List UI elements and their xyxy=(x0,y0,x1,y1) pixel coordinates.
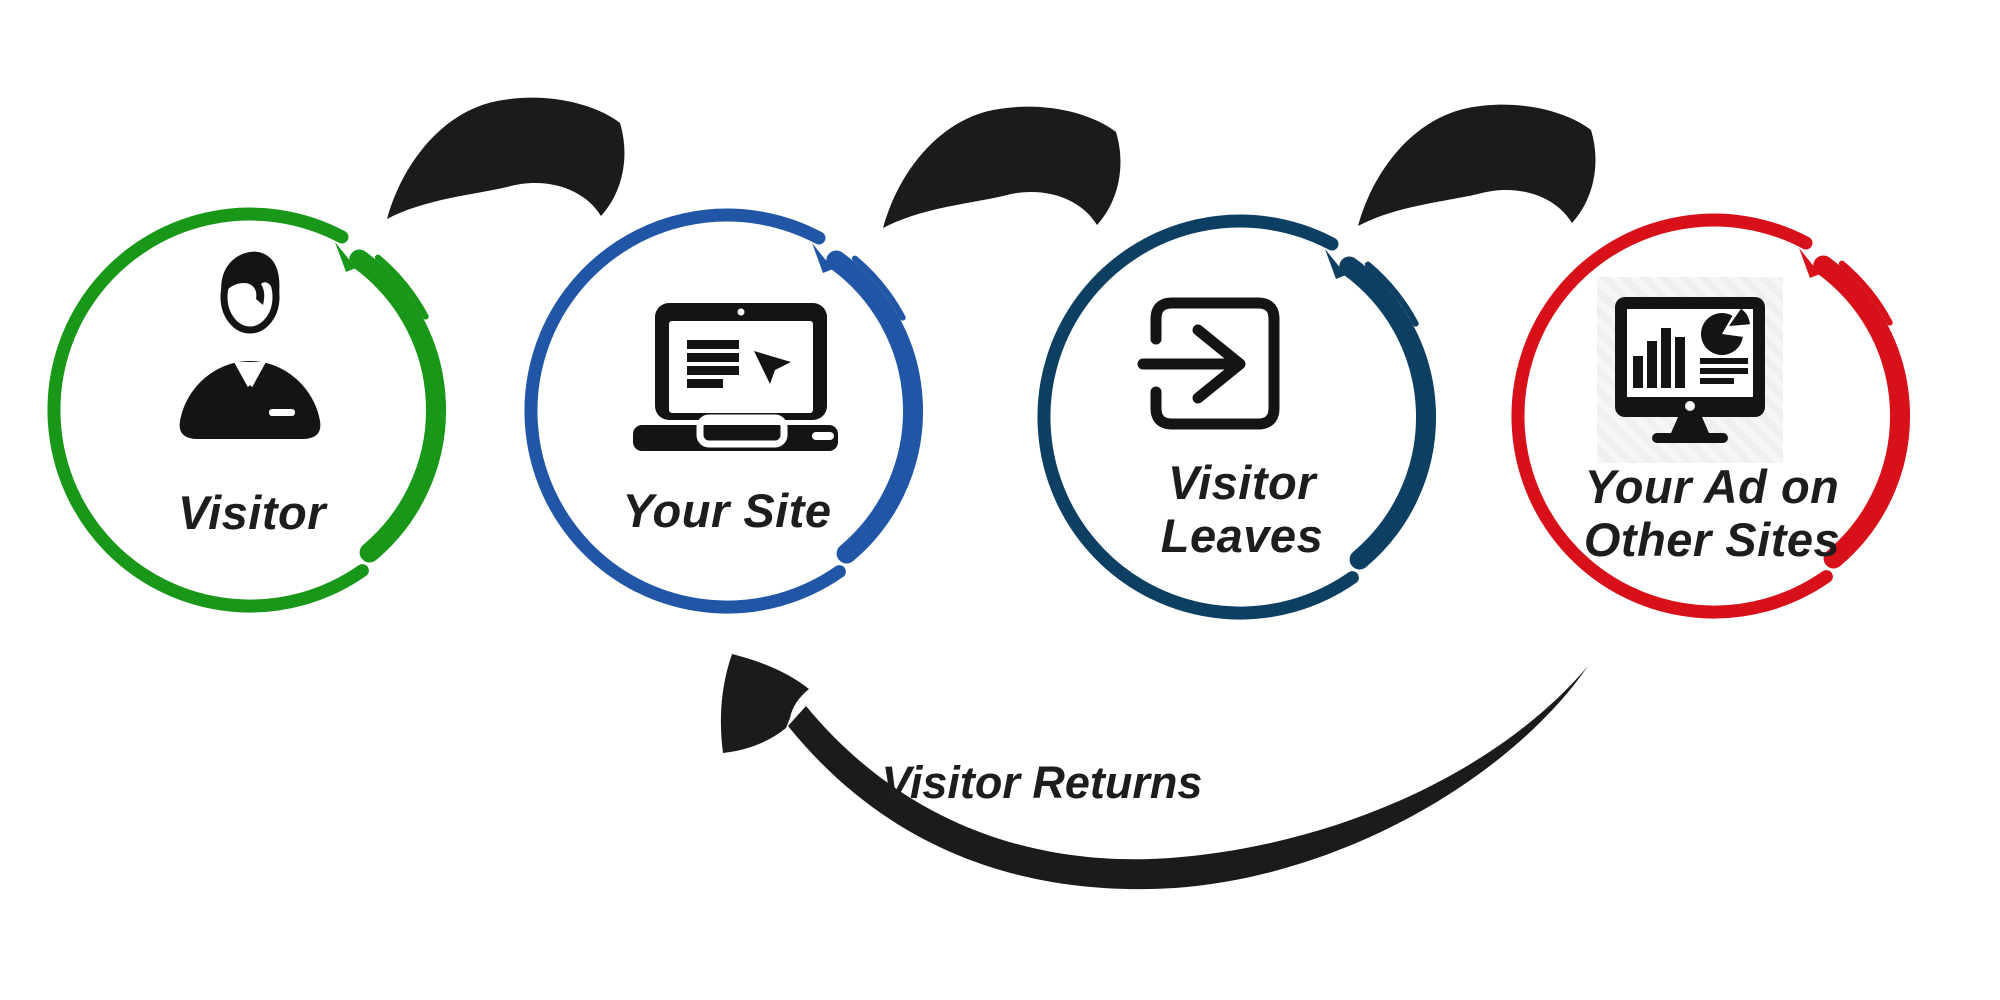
step-label-your-ad-line1: Your Ad on xyxy=(1584,460,1840,513)
flow-arrows xyxy=(387,97,1596,228)
step-label-your-site: Your Site xyxy=(622,484,832,537)
flow-arrow-1 xyxy=(387,97,625,219)
flow-arrow-2 xyxy=(883,106,1121,228)
step-label-visitor-leaves: Visitor Leaves xyxy=(1082,456,1402,562)
exit-arrow-icon xyxy=(1137,297,1280,430)
return-arrow xyxy=(720,654,1588,890)
flow-arrow-3 xyxy=(1358,104,1596,226)
cursor-pointer-icon xyxy=(754,351,791,384)
pie-chart-icon xyxy=(1701,312,1743,355)
step-label-visitor: Visitor xyxy=(177,486,326,539)
return-arrow-label: Visitor Returns xyxy=(881,757,1203,808)
step-label-your-ad: Your Ad on Other Sites xyxy=(1552,460,1872,566)
return-arrow-head xyxy=(720,654,809,753)
businessman-icon xyxy=(179,251,321,439)
laptop-website-icon xyxy=(633,303,838,451)
step-label-your-ad-line2: Other Sites xyxy=(1583,513,1841,566)
webcam-dot xyxy=(737,308,745,316)
analytics-monitor-icon xyxy=(1615,297,1765,443)
step-label-visitor-leaves-line2: Leaves xyxy=(1160,509,1324,562)
step-label-visitor-leaves-line1: Visitor xyxy=(1167,456,1316,509)
